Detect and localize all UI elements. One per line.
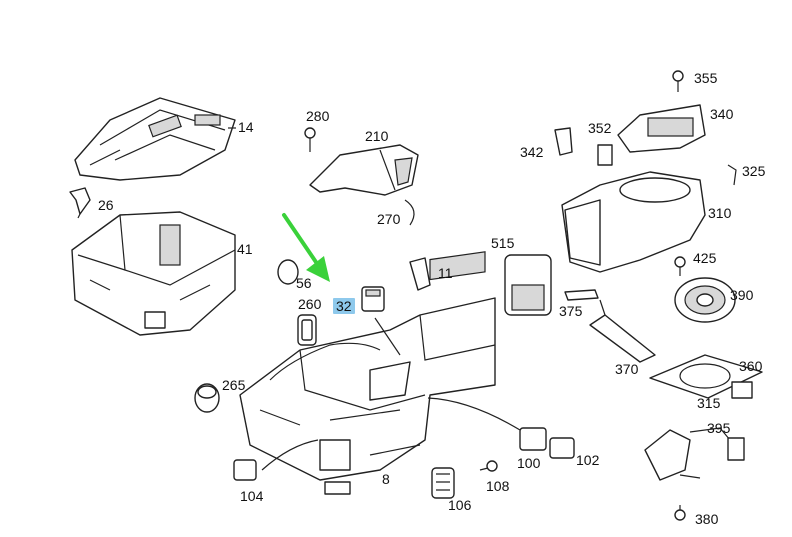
part-425-screw — [674, 256, 686, 276]
part-106-hose — [431, 467, 455, 499]
part-56-disc — [277, 259, 299, 285]
part-342-bracket — [554, 127, 573, 156]
part-265-cap — [194, 383, 220, 413]
callout-8: 8 — [382, 471, 390, 487]
part-280-screw — [304, 127, 316, 152]
callout-515: 515 — [491, 235, 515, 251]
part-32-actuator — [361, 286, 385, 312]
part-352-bracket — [597, 144, 613, 166]
callout-395: 395 — [707, 420, 731, 436]
callout-26: 26 — [98, 197, 114, 213]
part-11-bracket — [409, 257, 431, 291]
part-370-lever — [589, 299, 656, 363]
callout-210: 210 — [365, 128, 389, 144]
callout-315: 315 — [697, 395, 721, 411]
part-360-plate — [649, 354, 763, 399]
part-310-blower-housing — [561, 171, 706, 273]
callout-370: 370 — [615, 361, 639, 377]
part-380-screw — [674, 505, 686, 521]
callout-106: 106 — [448, 497, 472, 513]
callout-425: 425 — [693, 250, 717, 266]
callout-104: 104 — [240, 488, 264, 504]
part-108-screw — [479, 460, 498, 472]
part-26-bracket — [69, 187, 91, 219]
callout-100: 100 — [517, 455, 541, 471]
callout-260: 260 — [298, 296, 322, 312]
callout-270: 270 — [377, 211, 401, 227]
callout-360: 360 — [739, 358, 763, 374]
part-260-gasket — [297, 314, 317, 346]
part-104-actuator — [233, 459, 257, 481]
part-315-resistor — [731, 381, 753, 399]
part-14-cover — [74, 97, 236, 181]
callout-390: 390 — [730, 287, 754, 303]
callout-380: 380 — [695, 511, 719, 527]
callout-355: 355 — [694, 70, 718, 86]
part-340-housing — [617, 104, 706, 153]
callout-102: 102 — [576, 452, 600, 468]
part-390-blower-motor — [674, 277, 736, 323]
part-325-clip — [727, 164, 737, 186]
callout-14: 14 — [238, 119, 254, 135]
part-102-actuator — [549, 437, 575, 459]
callout-108: 108 — [486, 478, 510, 494]
callout-56: 56 — [296, 275, 312, 291]
callout-41: 41 — [237, 241, 253, 257]
part-395-harness — [644, 427, 745, 481]
callout-265: 265 — [222, 377, 246, 393]
callout-375: 375 — [559, 303, 583, 319]
part-100-actuator — [519, 427, 547, 451]
callout-11: 11 — [438, 265, 453, 281]
part-355-screw — [672, 70, 684, 92]
callout-325: 325 — [742, 163, 766, 179]
callout-352: 352 — [588, 120, 612, 136]
part-210-duct — [309, 144, 419, 196]
part-375-clip — [564, 289, 599, 301]
part-515-filter — [504, 254, 552, 316]
callout-342: 342 — [520, 144, 544, 160]
part-41-housing — [71, 211, 236, 336]
callout-32-highlighted: 32 — [333, 298, 355, 314]
green-pointer-arrow — [282, 213, 330, 282]
callout-310: 310 — [708, 205, 732, 221]
part-270-clip — [404, 199, 415, 226]
callout-340: 340 — [710, 106, 734, 122]
callout-280: 280 — [306, 108, 330, 124]
main-heater-box — [239, 251, 496, 495]
